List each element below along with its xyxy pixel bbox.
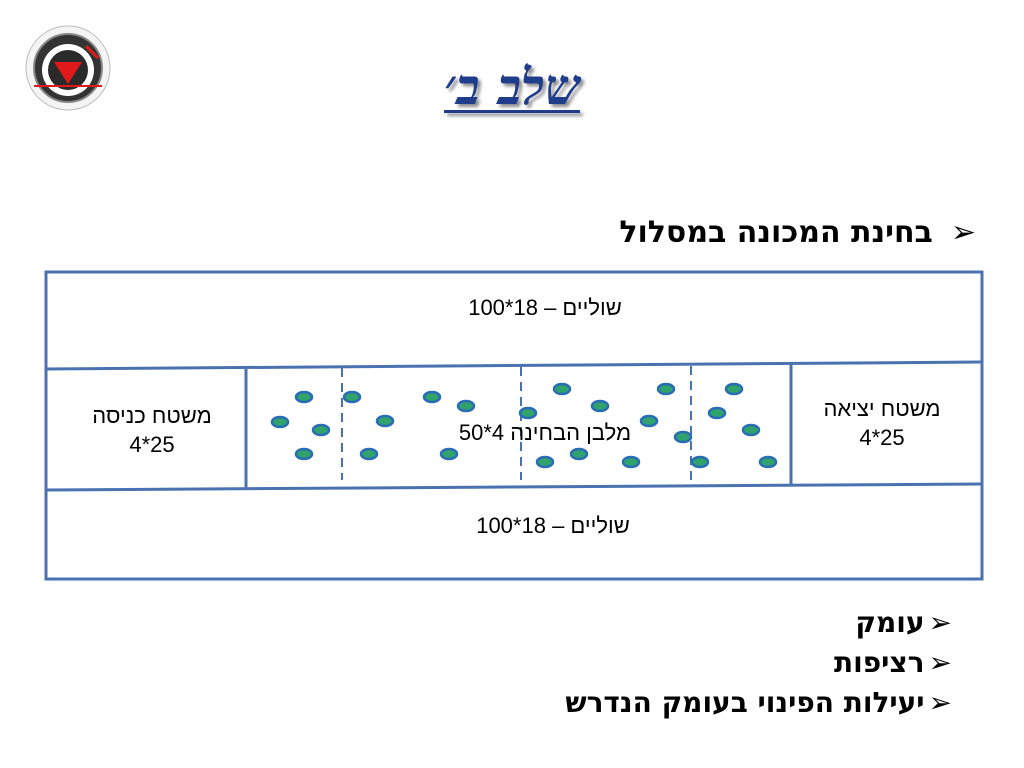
arrow-bullet-icon: ➢ xyxy=(928,606,952,639)
arrow-bullet-icon: ➢ xyxy=(950,215,976,250)
mine-marker xyxy=(724,382,744,396)
mine-marker xyxy=(639,414,659,428)
mine-marker xyxy=(656,382,676,396)
mine-marker xyxy=(439,447,459,461)
criteria-bullet-2: ➢רציפות xyxy=(833,646,952,679)
mine-marker xyxy=(359,447,379,461)
mine-marker xyxy=(552,382,572,396)
criteria-text: רציפות xyxy=(833,646,925,679)
page-title: שלב ב׳ xyxy=(444,57,580,116)
main-bullet: ➢ בחינת המכונה במסלול xyxy=(619,216,976,249)
logo-red-triangle xyxy=(54,62,82,84)
exit-area-name: משטח יציאה xyxy=(823,396,941,421)
upper-divider xyxy=(45,360,983,371)
mine-marker xyxy=(621,455,641,469)
exit-area-size: 25*4 xyxy=(859,424,905,450)
test-lane-label: מלבן הבחינה 4*50 xyxy=(458,420,632,445)
track-frame xyxy=(44,270,984,581)
entry-area-size: 25*4 xyxy=(129,431,175,457)
mine-marker xyxy=(311,423,331,437)
mine-marker xyxy=(690,455,710,469)
mine-marker xyxy=(590,399,610,413)
entry-area-name: משטח כניסה xyxy=(92,403,212,428)
mine-marker xyxy=(456,399,476,413)
entry-area-label: משטח כניסה 25*4 xyxy=(62,402,242,459)
arrow-bullet-icon: ➢ xyxy=(928,646,952,679)
exit-area-label: משטח יציאה 25*4 xyxy=(792,395,972,452)
top-shoulder-label: שוליים – 18*100 xyxy=(468,295,622,320)
mine-marker xyxy=(707,406,727,420)
mine-marker xyxy=(741,423,761,437)
mine-marker xyxy=(375,414,395,428)
criteria-bullet-3: ➢יעילות הפינוי בעומק הנדרש xyxy=(565,686,952,719)
criteria-text: יעילות הפינוי בעומק הנדרש xyxy=(565,686,925,719)
mine-marker xyxy=(294,390,314,404)
mine-marker xyxy=(518,406,538,420)
lower-divider xyxy=(45,482,983,492)
arrow-bullet-icon: ➢ xyxy=(928,686,952,719)
unit-logo xyxy=(25,25,111,111)
mine-marker xyxy=(569,447,589,461)
criteria-text: עומק xyxy=(855,606,925,639)
mine-marker xyxy=(758,455,778,469)
criteria-bullet-1: ➢עומק xyxy=(855,606,952,639)
main-bullet-text: בחינת המכונה במסלול xyxy=(619,215,933,250)
mine-marker xyxy=(673,430,693,444)
mine-marker xyxy=(270,415,290,429)
mine-marker xyxy=(294,447,314,461)
mine-marker xyxy=(535,455,555,469)
bottom-shoulder-label: שוליים – 18*100 xyxy=(476,513,630,538)
mine-marker xyxy=(342,390,362,404)
mine-marker xyxy=(422,390,442,404)
